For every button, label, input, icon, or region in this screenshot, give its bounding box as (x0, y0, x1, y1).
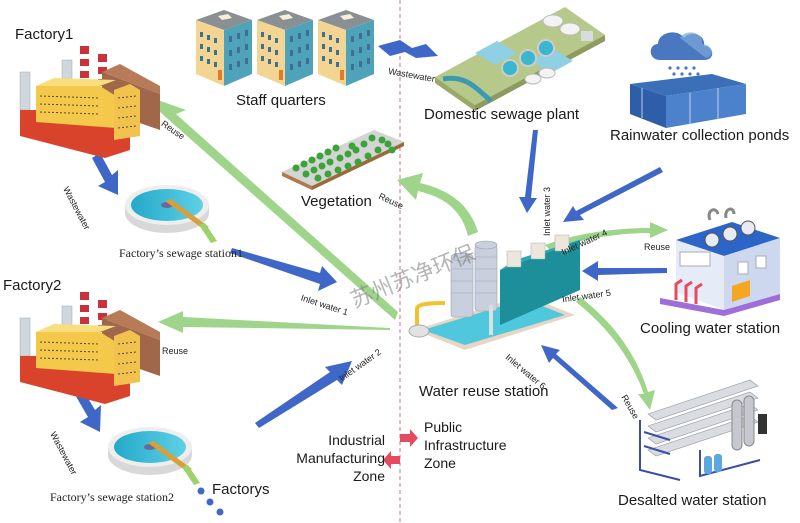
water-reuse-station-icon (408, 234, 595, 350)
factory2-label: Factory2 (3, 277, 62, 294)
building-icon (196, 10, 252, 86)
industrial-zone-label: Industrial Manufacturing Zone (296, 431, 385, 485)
inlet-arrow-6 (541, 345, 618, 410)
sewage-station1-label: Factory’s sewage station1 (119, 246, 243, 260)
domestic-sewage-plant-label: Domestic sewage plant (424, 106, 580, 123)
staff-quarters-label: Staff quarters (236, 92, 326, 109)
industrial-zone-line: Manufacturing (296, 450, 385, 466)
water-reuse-station-label: Water reuse station (419, 383, 549, 400)
flow-label-inlet3: Inlet water 3 (542, 186, 552, 236)
desalted-water-station-icon (639, 379, 767, 481)
building-icon (318, 10, 374, 86)
vegetation-icon (282, 130, 404, 190)
inlet-arrow-1 (230, 248, 337, 291)
public-zone-line: Zone (424, 455, 456, 471)
reuse-arrow-to-desalted (576, 297, 655, 410)
reuse-arrow-to-vegetation (397, 173, 478, 236)
public-zone-line: Infrastructure (424, 437, 507, 453)
cooling-station-label: Cooling water station (640, 320, 781, 337)
factory1-label: Factory1 (15, 26, 74, 43)
desalted-station-label: Desalted water station (618, 492, 767, 509)
flow-label-reuse-cooling: Reuse (644, 242, 671, 252)
sewage-clarifier-icon (125, 185, 217, 243)
building-icon (257, 10, 313, 86)
rainwater-pond-icon (630, 32, 746, 128)
flow-label-reuse-f2: Reuse (162, 346, 189, 356)
rainwater-ponds-label: Rainwater collection ponds (610, 127, 790, 144)
inlet-arrows (74, 40, 667, 432)
sewage-station2-label: Factory’s sewage station2 (50, 490, 174, 504)
factorys-bullet (197, 487, 205, 495)
arrow-to-industrial-zone (383, 451, 400, 469)
factorys-bullet (206, 498, 214, 506)
wastewater-arrow-factory1-to-station1 (92, 153, 118, 195)
inlet-arrow-5 (582, 261, 667, 281)
inlet-arrow-4 (563, 167, 663, 222)
reuse-arrow-to-factory2 (158, 311, 390, 333)
domestic-sewage-plant-icon (435, 7, 605, 111)
wastewater-arrow-factory2-to-station2 (74, 388, 101, 432)
cooling-water-station-icon (660, 207, 780, 316)
factorys-label: Factorys (212, 481, 270, 498)
public-zone-line: Public (424, 419, 463, 435)
reuse-arrow-to-cooling (545, 222, 668, 250)
industrial-zone-line: Zone (353, 468, 385, 484)
reuse-arrow-to-factory1 (152, 98, 398, 320)
reuse-arrows (152, 98, 668, 410)
factorys-bullet (216, 508, 224, 516)
inlet-arrow-3 (519, 130, 538, 213)
factory-icon (19, 291, 161, 405)
arrow-to-public-zone (400, 429, 418, 447)
factory-icon (19, 46, 160, 158)
industrial-zone-line: Industrial (328, 432, 385, 448)
wastewater-arrow-staff-to-plant (378, 40, 438, 58)
vegetation-label: Vegetation (301, 193, 372, 210)
sewage-clarifier-icon (108, 427, 200, 485)
inlet-arrow-2 (255, 361, 352, 428)
public-zone-label: Public Infrastructure Zone (424, 418, 506, 472)
